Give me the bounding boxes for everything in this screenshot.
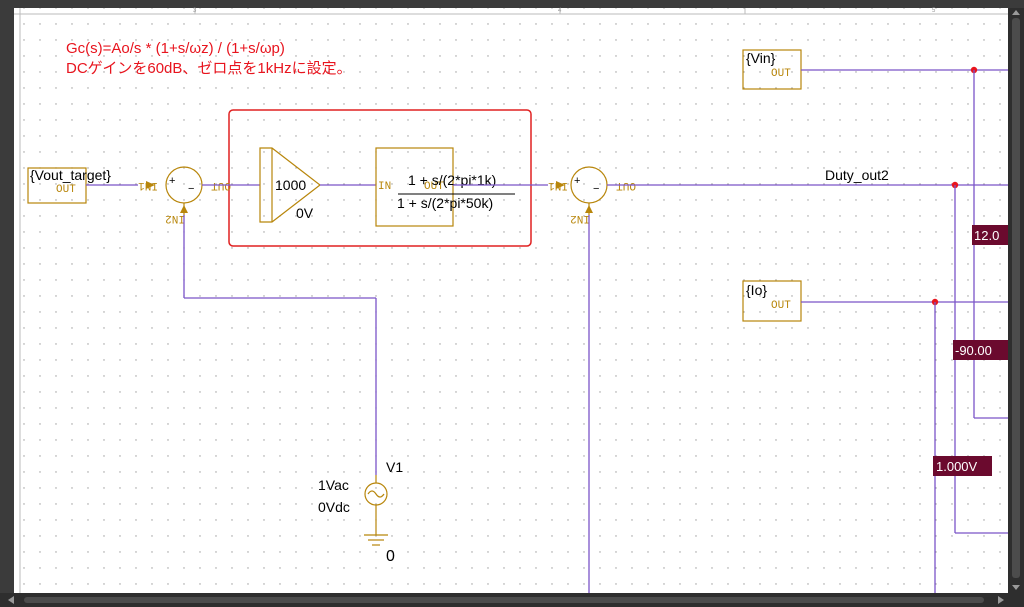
- probe-marker-1[interactable]: 12.0: [972, 225, 1008, 245]
- ruler-label: 5: [932, 8, 936, 14]
- probe-value-1: 12.0: [974, 228, 999, 243]
- gain-offset: 0V: [296, 205, 314, 221]
- vout-target-label: {Vout_target}: [30, 167, 111, 183]
- laplace-out-pin: OUT: [424, 181, 444, 193]
- summer-1-plus: +: [169, 175, 175, 187]
- v1-dc: 0Vdc: [318, 499, 350, 515]
- laplace-denominator: 1 + s/(2*pi*50k): [397, 195, 493, 211]
- selection-box[interactable]: [228, 109, 532, 247]
- gain-value: 1000: [275, 177, 306, 193]
- annotation-line-1: Gc(s)=Ao/s * (1+s/ωz) / (1+s/ωp): [66, 40, 285, 57]
- vin-label: {Vin}: [746, 50, 776, 66]
- laplace-in-pin: IN: [378, 181, 391, 193]
- io-block[interactable]: {Io} OUT: [742, 280, 802, 322]
- vertical-scrollbar-thumb[interactable]: [1012, 18, 1020, 578]
- gain-block[interactable]: 1000 0V: [259, 147, 321, 223]
- summer-2[interactable]: IN1 + − IN2 OUT: [548, 166, 636, 224]
- annotation-line-2: DCゲインを60dB、ゼロ点を1kHzに設定。: [66, 60, 352, 77]
- summer-1-minus: −: [188, 183, 194, 195]
- scroll-left-arrow-icon[interactable]: [8, 596, 14, 604]
- scroll-right-arrow-icon[interactable]: [998, 596, 1004, 604]
- scroll-down-arrow-icon[interactable]: [1012, 585, 1020, 590]
- v1-name: V1: [386, 459, 403, 475]
- summer-2-plus: +: [574, 175, 580, 187]
- vout-target-block[interactable]: {Vout_target} OUT: [27, 167, 111, 204]
- laplace-block[interactable]: IN OUT 1 + s/(2*pi*1k) 1 + s/(2*pi*50k): [375, 147, 515, 227]
- scroll-up-arrow-icon[interactable]: [1012, 10, 1020, 15]
- io-label: {Io}: [746, 282, 767, 298]
- net-label-duty-out2: Duty_out2: [825, 167, 889, 183]
- vin-pin: OUT: [771, 68, 791, 80]
- ground-label: 0: [386, 548, 395, 565]
- probe-marker-3[interactable]: 1.000V: [933, 456, 992, 476]
- ruler-label: 3: [193, 8, 197, 14]
- vout-target-pin: OUT: [56, 184, 76, 196]
- summer-2-minus: −: [593, 183, 599, 195]
- laplace-numerator: 1 + s/(2*pi*1k): [408, 172, 496, 188]
- v1-ac: 1Vac: [318, 477, 349, 493]
- probe-value-2: -90.00: [955, 343, 992, 358]
- grid-dots: [14, 8, 1008, 593]
- summer-2-in2-pin: IN2: [570, 212, 590, 224]
- horizontal-scrollbar-thumb[interactable]: [24, 597, 984, 603]
- summer-1-in2-pin: IN2: [165, 212, 185, 224]
- ruler-label: 4: [558, 8, 562, 14]
- probe-marker-2[interactable]: -90.00: [953, 340, 1008, 360]
- voltage-source-v1[interactable]: V1 1Vac 0Vdc 0: [318, 459, 403, 565]
- io-pin: OUT: [771, 300, 791, 312]
- probe-value-3: 1.000V: [936, 459, 978, 474]
